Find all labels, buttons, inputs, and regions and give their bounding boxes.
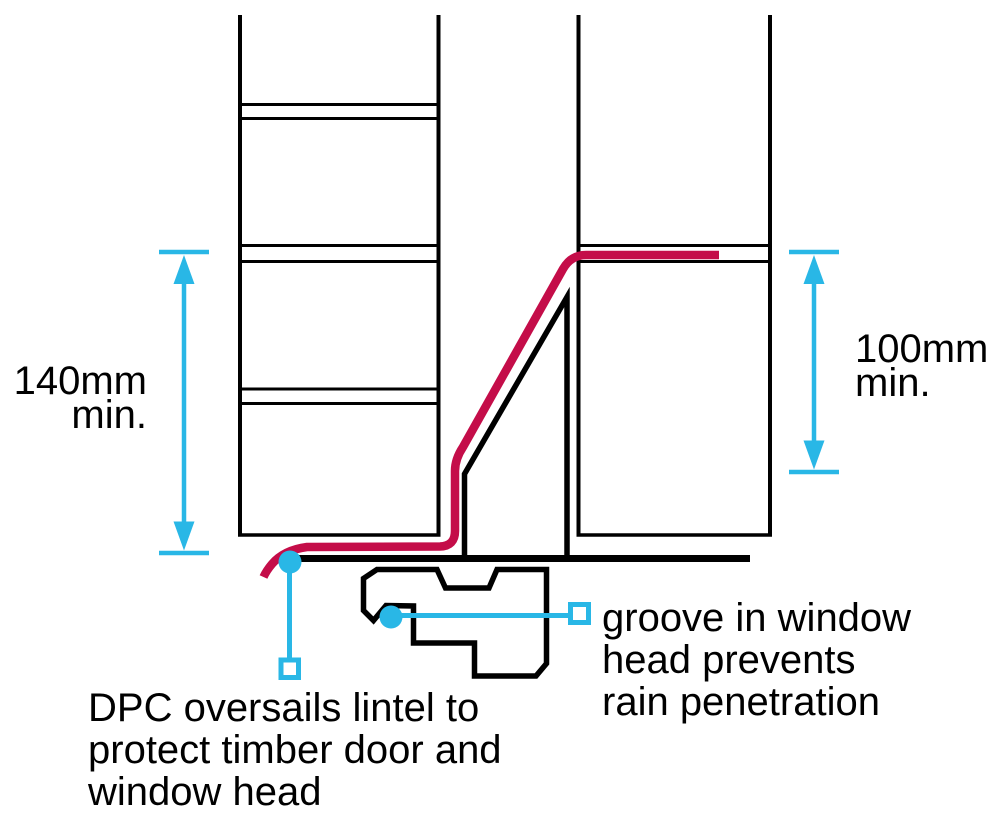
dimension-label-100mm: 100mm min. <box>855 327 989 405</box>
window-head-section <box>360 566 550 679</box>
dimension-qualifier: min. <box>855 361 931 405</box>
brick-wall-right <box>576 15 772 537</box>
leader-dot-icon <box>379 605 403 629</box>
annotation-line: rain penetration <box>602 680 880 724</box>
dpc-line <box>259 250 719 579</box>
arrow-up-icon <box>173 255 195 284</box>
brick-wall-left <box>238 15 441 537</box>
mortar-joint-lines <box>238 103 440 405</box>
dimension-label-140mm: 140mm min. <box>0 359 147 437</box>
dimension-value: 140mm <box>13 359 147 403</box>
annotation-line: head prevents <box>602 638 856 682</box>
dimension-value: 100mm <box>855 327 989 371</box>
dimension-100mm <box>789 249 839 475</box>
leader-dot-icon <box>278 550 302 574</box>
annotation-groove: groove in window head prevents rain pene… <box>602 597 911 723</box>
dimension-qualifier: min. <box>71 393 147 437</box>
lintel-outline <box>461 286 570 558</box>
annotation-dpc-oversail: DPC oversails lintel to protect timber d… <box>88 687 502 813</box>
annotation-line: groove in window <box>602 596 912 640</box>
arrow-down-icon <box>173 521 195 551</box>
leader-groove <box>379 602 591 629</box>
leader-square-icon <box>278 657 301 680</box>
annotation-line: protect timber door and <box>88 728 502 772</box>
arrow-up-icon <box>803 255 825 284</box>
leader-dpc-oversail <box>278 550 302 680</box>
dimension-140mm <box>159 249 209 556</box>
lintel <box>290 286 750 562</box>
mortar-joint-lines <box>577 244 772 263</box>
arrow-down-icon <box>803 440 825 470</box>
leader-square-icon <box>568 602 591 625</box>
annotation-line: window head <box>88 770 322 814</box>
annotation-line: DPC oversails lintel to <box>88 686 480 730</box>
